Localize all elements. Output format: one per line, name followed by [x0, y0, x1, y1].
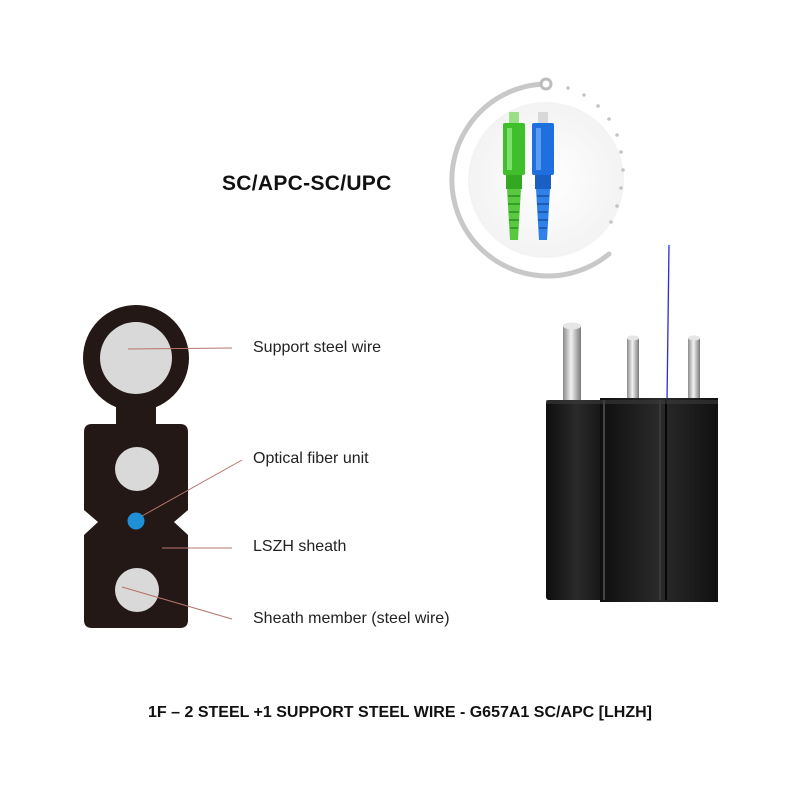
- leader-member: [121, 586, 233, 620]
- support-steel-wire: [100, 322, 172, 394]
- connector-title: SC/APC-SC/UPC: [222, 172, 392, 195]
- cable-cross-section: [83, 305, 189, 628]
- leader-support: [127, 347, 233, 350]
- label-lszh-sheath: LSZH sheath: [253, 538, 347, 555]
- steel-rod-left: [627, 338, 639, 404]
- fiber-strand: [666, 244, 670, 403]
- leader-fiber: [141, 459, 243, 517]
- optical-fiber-unit: [127, 512, 145, 530]
- sheath-member-top: [115, 447, 159, 491]
- leader-lines: [121, 347, 243, 620]
- cable-photo: [546, 244, 718, 602]
- sc-apc-connector-icon: [503, 112, 525, 240]
- support-rod: [563, 326, 581, 404]
- emblem-arc-knob: [539, 77, 553, 91]
- label-sheath-member: Sheath member (steel wire): [253, 610, 450, 627]
- sheath-member-bottom: [115, 568, 159, 612]
- cable-support-jacket: [546, 400, 608, 600]
- emblem-arc: [449, 81, 612, 279]
- label-optical-fiber-unit: Optical fiber unit: [253, 450, 369, 467]
- steel-rod-right: [688, 338, 700, 404]
- sc-upc-connector-icon: [532, 112, 554, 240]
- product-caption: 1F – 2 STEEL +1 SUPPORT STEEL WIRE - G65…: [148, 704, 652, 721]
- connector-emblem: [449, 77, 625, 279]
- label-support-steel-wire: Support steel wire: [253, 339, 382, 356]
- emblem-dots: [566, 86, 625, 224]
